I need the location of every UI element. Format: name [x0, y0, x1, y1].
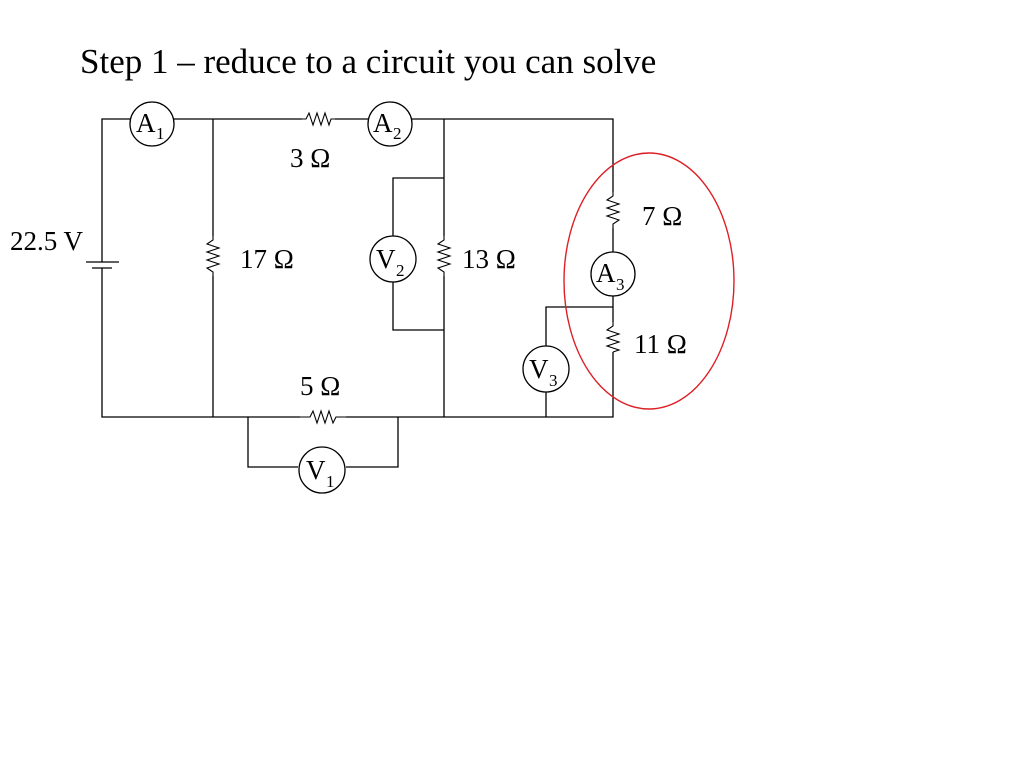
resistor-11-label: 11 Ω: [634, 329, 687, 359]
resistor-7-label: 7 Ω: [642, 201, 682, 231]
ammeter-a1-subscript: 1: [156, 124, 165, 143]
voltmeter-v1-circle: [298, 446, 346, 494]
slide-title: Step 1 – reduce to a circuit you can sol…: [80, 42, 657, 81]
ammeter-a1: A 1: [129, 101, 175, 147]
voltmeter-v1-letter: V: [306, 455, 326, 485]
resistor-17-label: 17 Ω: [240, 244, 294, 274]
resistor-13-ohm: [436, 236, 452, 276]
ammeter-a2: A 2: [367, 101, 413, 147]
wire-bottom-right: [346, 352, 614, 418]
resistor-3-label: 3 Ω: [290, 143, 330, 173]
battery-symbol: [86, 253, 119, 274]
voltmeter-v2-subscript: 2: [396, 261, 405, 280]
ammeter-a2-letter: A: [373, 108, 393, 138]
resistor-5-label: 5 Ω: [300, 371, 340, 401]
voltmeter-v3-subscript: 3: [549, 371, 558, 390]
resistor-5-ohm: [300, 409, 346, 425]
voltmeter-v2-circle: [369, 235, 417, 283]
ammeter-a3-letter: A: [596, 258, 616, 288]
ammeter-a2-subscript: 2: [393, 124, 402, 143]
voltmeter-v1: V 1: [298, 446, 346, 494]
resistor-13-label: 13 Ω: [462, 244, 516, 274]
voltmeter-v2: V 2: [369, 235, 417, 283]
wire-v3-loop-top: [545, 306, 613, 346]
voltmeter-v3-letter: V: [529, 354, 549, 384]
circuit-wires: [101, 118, 614, 468]
resistor-3-ohm: [302, 111, 335, 127]
resistor-17-ohm: [205, 236, 221, 276]
ammeter-a1-circle: [129, 101, 175, 147]
wire-v2-loop: [392, 177, 444, 236]
ammeter-a3: A 3: [590, 251, 636, 297]
battery-label: 22.5 V: [10, 226, 84, 256]
wire-v2-loop-bottom: [392, 282, 444, 331]
ammeter-a3-circle: [590, 251, 636, 297]
ammeter-a3-subscript: 3: [616, 275, 625, 294]
ammeter-a2-circle: [367, 101, 413, 147]
resistor-7-ohm: [605, 192, 621, 228]
voltmeter-v2-letter: V: [376, 244, 396, 274]
voltmeter-v3-circle: [522, 345, 570, 393]
wire-top-left: [101, 118, 130, 253]
ammeter-a1-letter: A: [136, 108, 156, 138]
highlight-ellipse: [563, 152, 735, 410]
wire-v1-loop-left: [247, 417, 298, 468]
wire-bottom-left: [101, 274, 300, 418]
resistor-11-ohm: [605, 322, 621, 353]
voltmeter-v3: V 3: [522, 345, 570, 393]
wire-v1-loop-right: [346, 417, 399, 468]
voltmeter-v1-subscript: 1: [326, 472, 335, 491]
wire-top-a2-right: [412, 118, 614, 192]
